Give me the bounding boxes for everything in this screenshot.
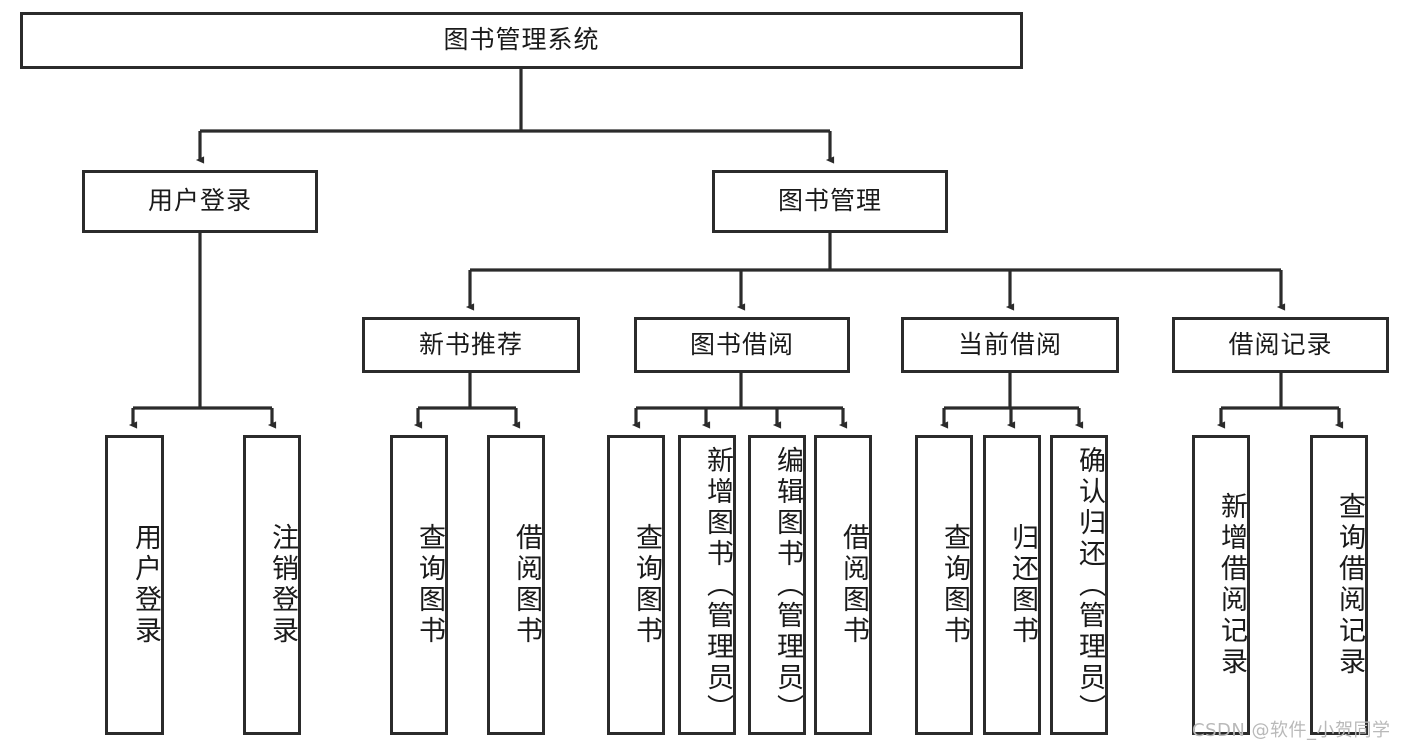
node-leaf-label: 新增借阅记录 [1216,492,1247,678]
node-leaf-label: 查询借阅记录 [1334,492,1365,678]
node-leaf-edit-book-admin[interactable]: 编辑图书（管理员） [748,435,806,735]
node-leaf-user-login[interactable]: 用户登录 [105,435,164,735]
csdn-watermark: CSDN @软件_小贺同学 [1192,720,1391,741]
node-leaf-confirm-return-admin[interactable]: 确认归还（管理员） [1050,435,1108,735]
node-system-root[interactable]: 图书管理系统 [20,12,1023,69]
node-leaf-add-borrow-record[interactable]: 新增借阅记录 [1192,435,1250,735]
node-leaf-label: 新增图书（管理员） [702,445,733,725]
node-leaf-query-book-1[interactable]: 查询图书 [390,435,448,735]
node-leaf-label: 编辑图书（管理员） [772,445,803,725]
node-borrow-record[interactable]: 借阅记录 [1172,317,1389,373]
node-leaf-return-book[interactable]: 归还图书 [983,435,1041,735]
node-leaf-label: 归还图书 [1007,523,1038,647]
node-leaf-add-book-admin[interactable]: 新增图书（管理员） [678,435,736,735]
node-new-book-recommend[interactable]: 新书推荐 [362,317,580,373]
node-leaf-borrow-book-1[interactable]: 借阅图书 [487,435,545,735]
node-leaf-label: 注销登录 [267,523,298,647]
node-leaf-label: 借阅图书 [511,523,542,647]
node-user-login[interactable]: 用户登录 [82,170,318,233]
node-leaf-query-book-3[interactable]: 查询图书 [915,435,973,735]
node-leaf-label: 查询图书 [414,523,445,647]
node-book-manage[interactable]: 图书管理 [712,170,948,233]
node-leaf-query-borrow-record[interactable]: 查询借阅记录 [1310,435,1368,735]
node-leaf-label: 查询图书 [939,523,970,647]
node-leaf-label: 确认归还（管理员） [1074,445,1105,725]
node-leaf-borrow-book-2[interactable]: 借阅图书 [814,435,872,735]
node-leaf-label: 用户登录 [130,523,161,647]
node-leaf-user-logout[interactable]: 注销登录 [243,435,301,735]
node-leaf-label: 查询图书 [631,523,662,647]
node-current-borrow[interactable]: 当前借阅 [901,317,1119,373]
node-leaf-query-book-2[interactable]: 查询图书 [607,435,665,735]
node-leaf-label: 借阅图书 [838,523,869,647]
node-book-borrow[interactable]: 图书借阅 [634,317,850,373]
